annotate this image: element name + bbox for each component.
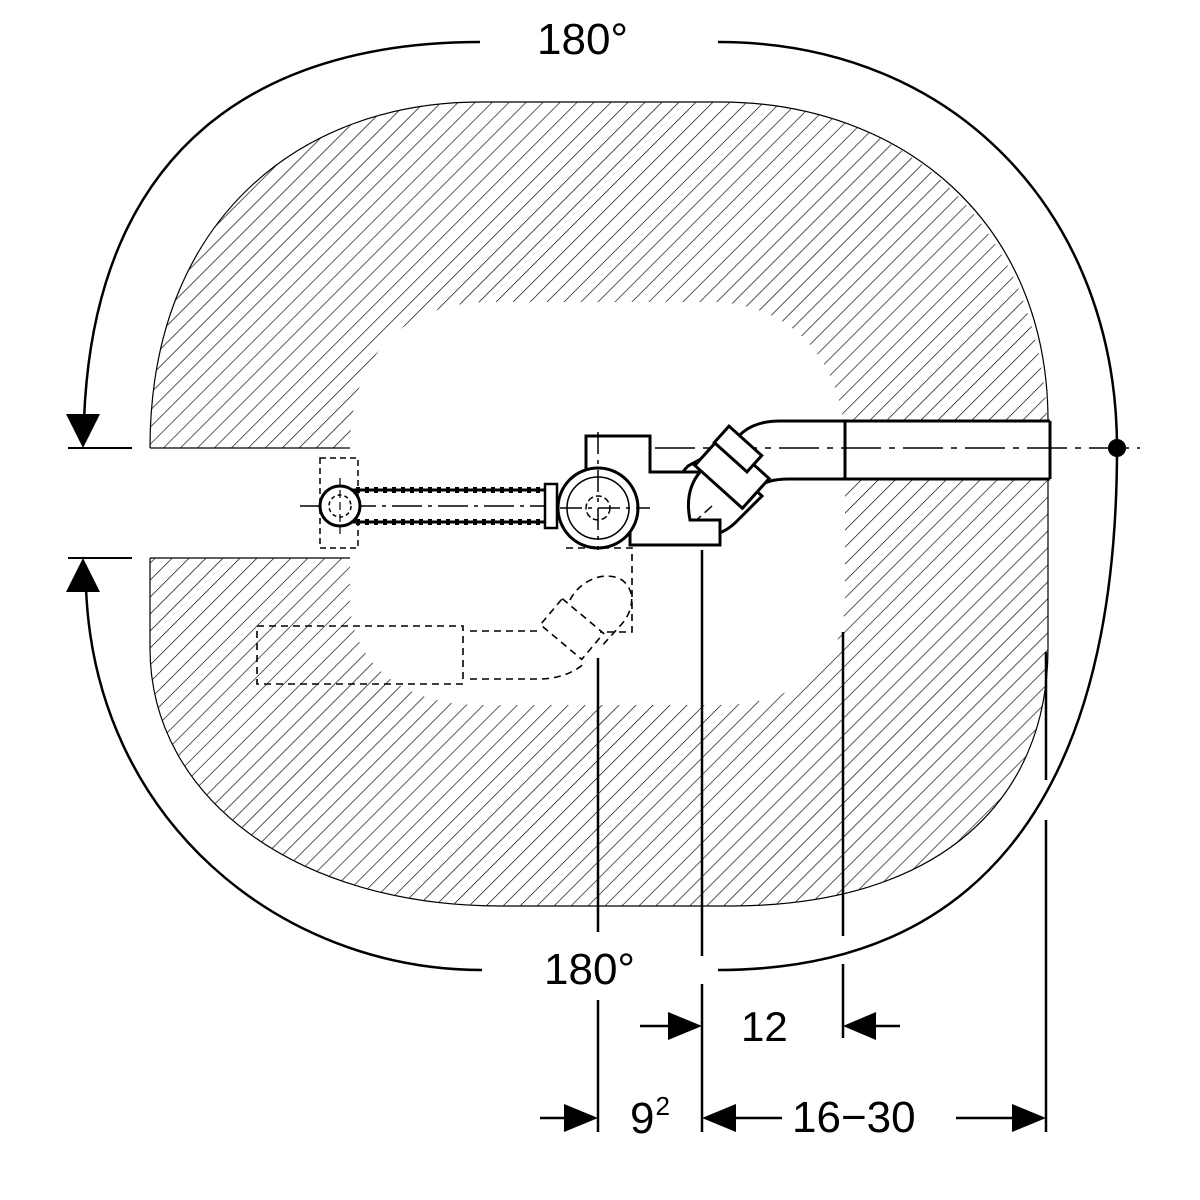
angle-label-bottom: 180° <box>544 945 636 994</box>
pivot-point <box>1108 439 1126 457</box>
angle-label-top: 180° <box>537 15 629 64</box>
upper-arc <box>82 40 481 421</box>
dimension-label-12: 12 <box>741 1003 788 1050</box>
arrow-head-down <box>66 414 100 448</box>
end-fitting <box>318 457 362 549</box>
dimension-16-30 <box>702 1104 1046 1132</box>
dimension-superscript: 2 <box>655 1091 670 1121</box>
dimension-12 <box>640 1012 900 1040</box>
dimension-9 <box>540 1104 598 1132</box>
lower-arc <box>84 587 483 972</box>
dimension-value-9: 9 <box>630 1094 655 1143</box>
arrow-head-up <box>66 558 100 592</box>
valve-body <box>556 432 722 550</box>
dimension-label-16-30: 16−30 <box>792 1093 916 1142</box>
dimension-label-9: 92 <box>630 1093 670 1143</box>
extension-lines <box>596 550 1048 1132</box>
alternate-position <box>256 547 633 685</box>
rotation-arcs <box>82 40 1119 972</box>
threaded-rod <box>300 482 559 530</box>
